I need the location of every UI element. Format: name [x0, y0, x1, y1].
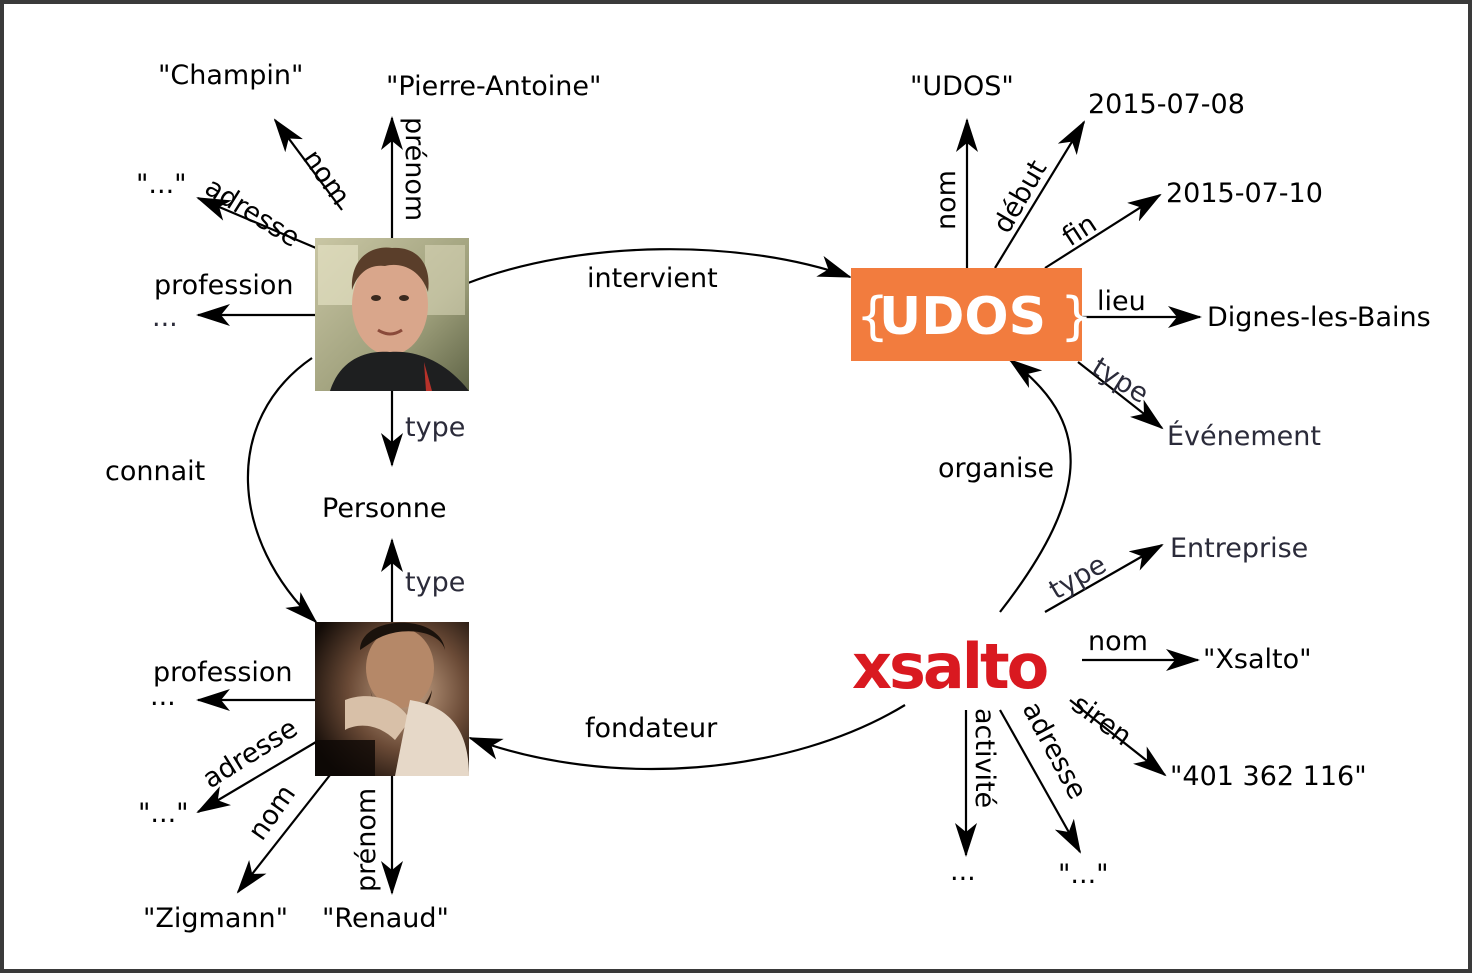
label-intervient: intervient	[587, 263, 718, 294]
pa-photo	[315, 238, 469, 391]
xsalto-logo-text: xsalto	[852, 630, 1047, 703]
label-renaud-type: type	[405, 567, 465, 598]
label-pa-adresse: adresse	[199, 172, 305, 254]
node-personne: Personne	[322, 493, 446, 524]
label-renaud-adresse: adresse	[197, 713, 303, 795]
node-xsalto-address-value: "..."	[1058, 859, 1109, 890]
xsalto-logo: xsalto	[852, 630, 1050, 703]
node-udos-start: 2015-07-08	[1088, 89, 1245, 120]
node-champin: "Champin"	[158, 60, 303, 91]
edge-udos-type	[1077, 361, 1164, 430]
label-udos-type: type	[1086, 352, 1154, 410]
label-xsalto-siren: siren	[1066, 689, 1137, 753]
edges	[196, 116, 1202, 895]
node-pierre-antoine: "Pierre-Antoine"	[386, 71, 601, 102]
node-udos-end: 2015-07-10	[1166, 178, 1323, 209]
node-renaud-profession-value: ...	[150, 681, 176, 712]
udos-logo: { UDOS }	[851, 268, 1093, 361]
node-entreprise: Entreprise	[1170, 533, 1308, 564]
node-zigmann: "Zigmann"	[143, 903, 288, 934]
node-labels: "Champin" "Pierre-Antoine" "..." ... Per…	[136, 60, 1431, 934]
node-udos-name: "UDOS"	[910, 71, 1014, 102]
label-xsalto-nom: nom	[1088, 626, 1148, 657]
edge-renaud-adresse	[196, 741, 317, 814]
edge-xsalto-type	[1044, 544, 1164, 613]
label-pa-nom: nom	[296, 144, 356, 211]
edge-intervient	[467, 248, 852, 285]
node-siren-value: "401 362 116"	[1170, 761, 1367, 792]
node-renaud-address-value: "..."	[138, 798, 189, 829]
edge-pa-nom	[273, 118, 343, 211]
edge-organise	[999, 358, 1072, 613]
label-connait: connait	[105, 456, 205, 487]
edge-xsalto-siren	[1069, 699, 1167, 777]
edge-connait	[246, 357, 318, 624]
udos-logo-open: {	[856, 287, 889, 347]
edge-renaud-nom	[236, 774, 331, 894]
label-udos-fin: fin	[1057, 208, 1103, 253]
renaud-photo	[315, 622, 469, 776]
label-pa-prenom: prénom	[399, 117, 430, 221]
label-fondateur: fondateur	[585, 713, 718, 744]
edge-fondateur	[468, 704, 906, 771]
node-xsalto-activity-value: ...	[950, 856, 976, 887]
node-udos-place: Dignes-les-Bains	[1207, 302, 1431, 333]
label-xsalto-type: type	[1044, 549, 1112, 606]
node-renaud: "Renaud"	[322, 903, 449, 934]
udos-logo-text: UDOS	[879, 287, 1046, 347]
udos-logo-close: }	[1060, 287, 1093, 347]
node-pa-profession-value: ...	[152, 302, 178, 333]
edge-udos-fin	[1044, 193, 1162, 269]
label-udos-lieu: lieu	[1097, 286, 1146, 317]
edge-labels: nom prénom adresse profession type inter…	[105, 117, 1154, 892]
node-pa-address-value: "..."	[136, 169, 187, 200]
edge-pa-adresse	[196, 196, 317, 250]
label-udos-nom: nom	[931, 170, 962, 230]
edge-xsalto-adresse	[999, 709, 1081, 854]
label-renaud-profession: profession	[153, 657, 293, 688]
label-xsalto-activite: activité	[969, 708, 1000, 808]
label-renaud-nom: nom	[242, 779, 302, 846]
node-evenement: Événement	[1167, 420, 1321, 452]
label-udos-debut: début	[987, 155, 1053, 239]
label-renaud-prenom: prénom	[351, 788, 382, 892]
label-pa-profession: profession	[154, 270, 294, 301]
node-xsalto-name: "Xsalto"	[1203, 644, 1312, 675]
label-organise: organise	[938, 453, 1054, 484]
label-pa-type: type	[405, 412, 465, 443]
edge-udos-debut	[994, 120, 1086, 269]
